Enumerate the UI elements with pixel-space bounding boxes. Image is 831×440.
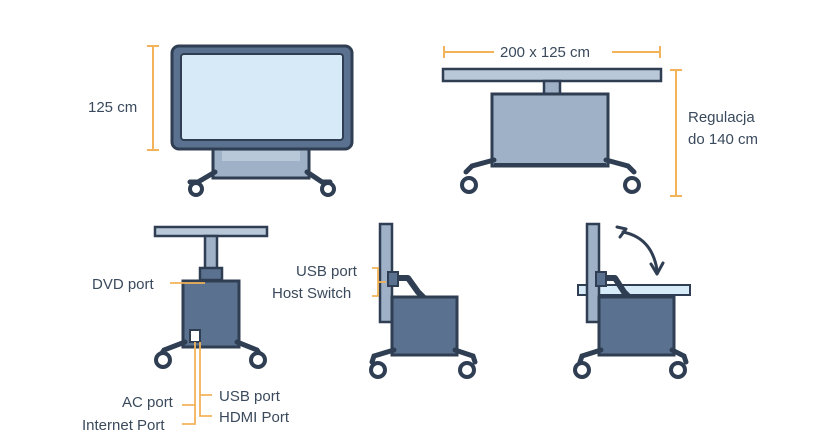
wheel-icon [669,361,687,379]
adjust-label-line1: Regulacja [688,109,755,126]
table-view: 200 x 125 cm Regulacja do 140 cm [441,44,758,197]
cabinet [490,92,610,168]
internet-port-label: Internet Port [82,417,165,434]
wheel-icon [369,361,387,379]
table-top [441,67,663,83]
vertical-cabinet [390,295,459,357]
wheel-icon [320,181,336,197]
usb-port-side-label: USB port [296,263,358,280]
host-switch-label: Host Switch [272,285,351,302]
front-view: 125 cm [88,44,354,197]
adjust-dimension [670,69,682,197]
wheel-icon [573,361,591,379]
wheel-icon [154,351,172,369]
rotating-cabinet [597,295,676,357]
port-panel [189,329,201,343]
side-view-ports: DVD port AC port Internet Port USB port … [82,225,290,434]
wheel-icon [249,351,267,369]
usb-port-bottom-label: USB port [219,388,281,405]
adjust-label-line2: do 140 cm [688,131,758,148]
dvd-port-label: DVD port [92,276,155,293]
width-dimension [443,46,661,58]
height-label: 125 cm [88,99,137,116]
width-label: 200 x 125 cm [500,44,590,61]
height-dimension [147,45,159,151]
wheel-icon [623,176,641,194]
hdmi-port-label: HDMI Port [219,409,290,426]
rotate-arrow-icon [615,225,665,276]
ac-port-label: AC port [122,394,174,411]
side-cabinet [181,279,241,349]
top-plate [153,225,269,238]
wheel-icon [188,181,204,197]
side-view-rotating [573,222,691,379]
wheel-icon [458,361,476,379]
wheel-icon [460,176,478,194]
side-view-vertical: USB port Host Switch [272,222,478,379]
horizontal-screen [577,284,691,296]
